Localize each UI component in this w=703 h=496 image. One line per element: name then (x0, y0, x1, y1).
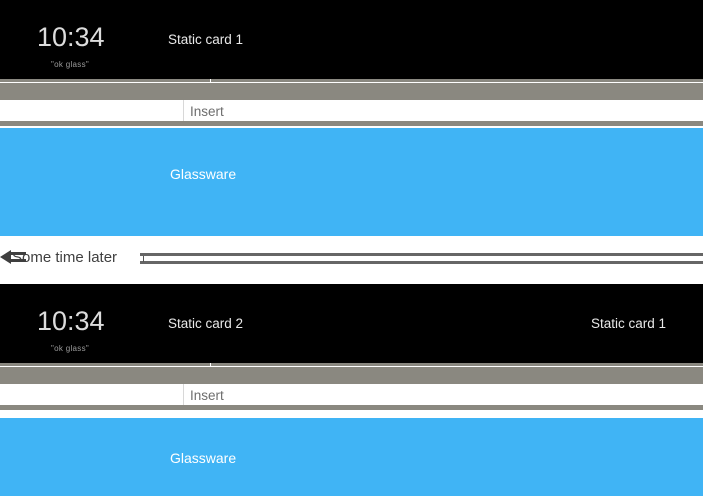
transition-rule-lower (140, 261, 703, 264)
clock-time-1: 10:34 (37, 22, 105, 52)
clock-time-2: 10:34 (37, 306, 105, 336)
rule-top-right-2 (211, 363, 703, 366)
rule-top-left-1 (0, 79, 211, 82)
ok-glass-hint-1: "ok glass" (51, 60, 90, 69)
insert-band-2: Insert (0, 384, 703, 405)
rule-bottom-left-1 (0, 121, 137, 126)
insert-label-2: Insert (190, 388, 224, 403)
rule-bottom-left-2 (0, 405, 137, 410)
rule-bottom-right-1 (137, 121, 703, 126)
connector-notch-2 (210, 363, 211, 367)
rule-band-2 (0, 367, 703, 384)
connector-notch-1b (183, 100, 184, 121)
rule-hairline-2 (0, 366, 703, 367)
static-card-2-label: Static card 2 (168, 316, 244, 331)
arrow-left-icon (0, 249, 26, 265)
glassware-row-2: Glassware (0, 418, 703, 496)
transition-band: Some time later (0, 236, 703, 282)
glassware-label-1: Glassware (170, 166, 237, 182)
static-card-1-label-bottom: Static card 1 (591, 316, 667, 331)
transition-rule-upper (140, 253, 703, 256)
connector-notch-2b (183, 384, 184, 405)
rule-hairline-1 (0, 82, 703, 83)
static-card-1-label-top: Static card 1 (168, 32, 244, 47)
glass-card-row-2: 10:34 "ok glass" Static card 2 Static ca… (0, 284, 703, 363)
insert-label-1: Insert (190, 104, 224, 119)
ok-glass-hint-2: "ok glass" (51, 344, 90, 353)
rule-bottom-right-2 (137, 405, 703, 410)
some-time-later-label: Some time later (12, 249, 118, 266)
transition-notch (143, 256, 144, 262)
glassware-label-2: Glassware (170, 450, 237, 466)
glass-card-row-1: 10:34 "ok glass" Static card 1 (0, 0, 703, 79)
rule-top-right-1 (211, 79, 703, 82)
connector-notch-1 (210, 79, 211, 83)
rule-top-left-2 (0, 363, 211, 366)
insert-band-1: Insert (0, 100, 703, 121)
rule-band-1 (0, 83, 703, 100)
glassware-row-1: Glassware (0, 128, 703, 236)
